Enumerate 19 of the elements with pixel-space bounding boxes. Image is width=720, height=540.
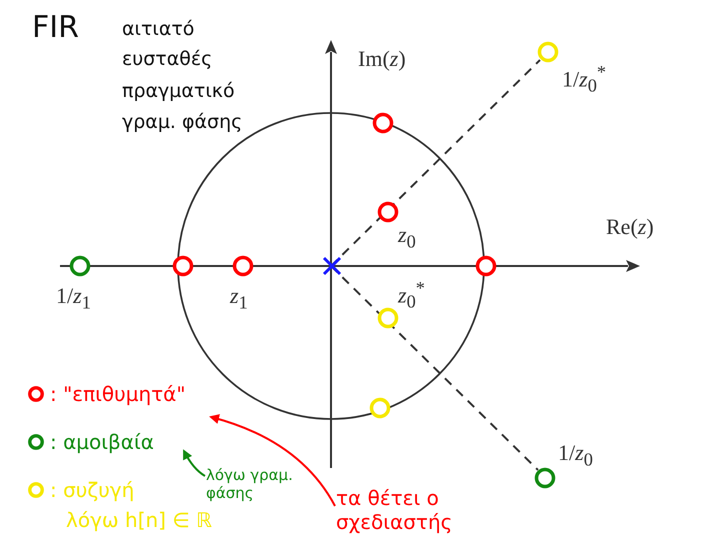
property-note: γραμ. φάσης [122, 111, 242, 134]
handwritten-note: λόγω h[n] ∈ ℝ [66, 508, 212, 532]
heading-text: FIR [32, 10, 79, 46]
arrow [183, 449, 206, 477]
point-label: z$_{0}$ [398, 222, 416, 254]
handwritten-note: τα θέτει ο σχεδιαστής [336, 486, 472, 534]
property-note: πραγματικό [122, 80, 235, 103]
property-note: αιτιατό [122, 18, 194, 41]
arrow [209, 414, 336, 506]
point-label: z$_{1}$ [230, 283, 248, 314]
legend-label: : συζυγή [50, 478, 134, 502]
property-note: ευσταθές [122, 48, 212, 71]
axis-label: Re(z) [606, 214, 654, 240]
legend-label: : "επιθυμητά" [50, 382, 186, 406]
point-label: 1/z$_{0}$ [558, 440, 593, 472]
axis-label: Im(z) [358, 46, 406, 72]
point-label: 1/z$_{1}$ [56, 283, 91, 314]
legend-label: : αμοιβαία [50, 430, 154, 454]
handwritten-note: λόγω γραμ. φάσης [206, 466, 298, 502]
